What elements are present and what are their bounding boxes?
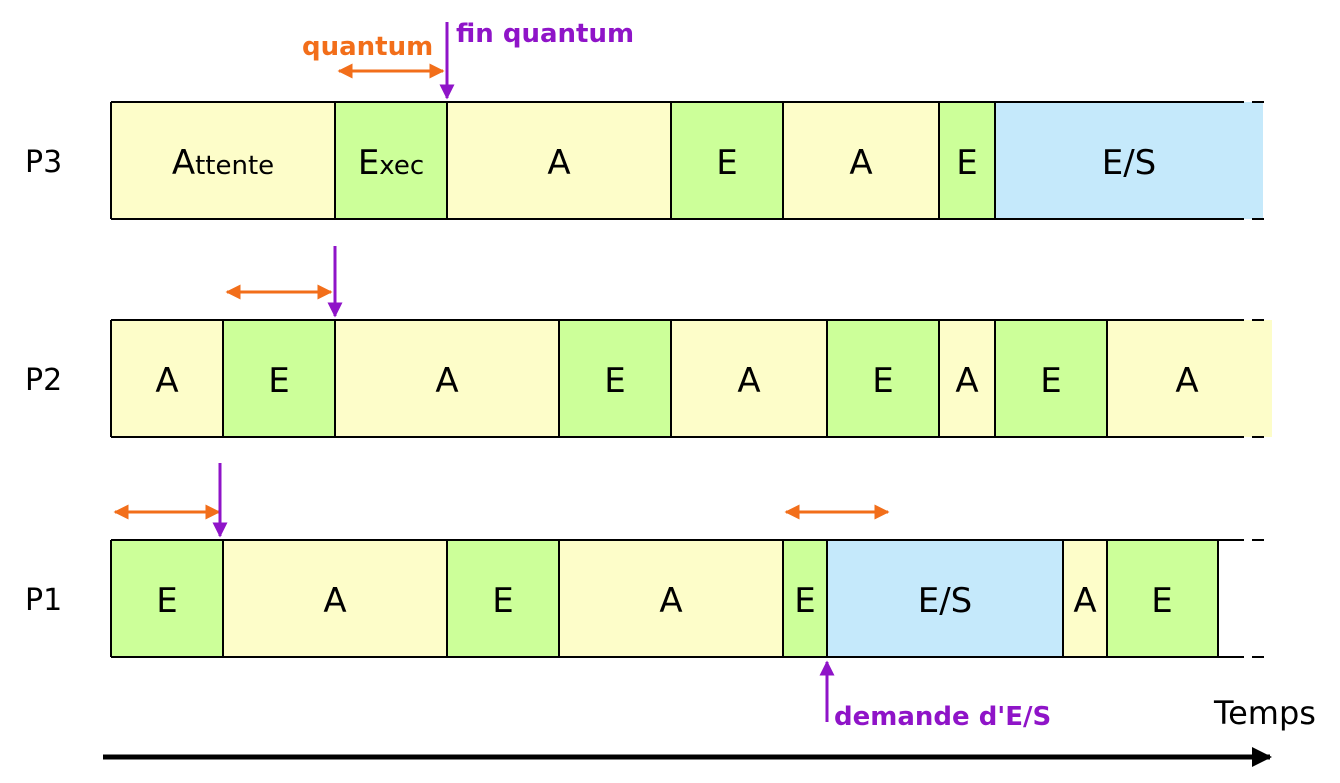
segment-attente (111, 102, 335, 219)
segment-label: E (872, 361, 893, 401)
segment-label: E (604, 361, 625, 401)
segment-attente (939, 320, 995, 437)
time-axis: Temps (103, 694, 1316, 767)
segment-es (827, 540, 1063, 657)
segment-label: E (268, 361, 289, 401)
segment-exec (783, 540, 827, 657)
segment-label: E (716, 143, 737, 183)
segment-label: E/S (1102, 143, 1157, 183)
segment-label: A (849, 143, 872, 183)
segment-label: A (1073, 581, 1096, 621)
segment-attente (1107, 320, 1272, 437)
segment-label: Attente (172, 143, 274, 183)
segment-exec (447, 540, 559, 657)
segment-es (995, 102, 1263, 219)
segment-exec (223, 320, 335, 437)
segment-attente (335, 320, 559, 437)
segment-attente (671, 320, 827, 437)
segment-exec (939, 102, 995, 219)
segment-label: E (492, 581, 513, 621)
segment-label: E (956, 143, 977, 183)
demande-es-label: demande d'E/S (834, 702, 1051, 732)
segment-attente (559, 540, 783, 657)
segment-exec (995, 320, 1107, 437)
segment-label: E (1040, 361, 1061, 401)
segment-label: A (737, 361, 760, 401)
segment-label: A (155, 361, 178, 401)
fin-quantum-label: fin quantum (456, 19, 634, 49)
segment-label: A (659, 581, 682, 621)
row-p2: P2 A E A E A E A E (25, 246, 1272, 438)
row-p3: P3 Attente Exec A E A E E/S quan (25, 19, 1272, 220)
segment-label: A (547, 143, 570, 183)
segment-attente (223, 540, 447, 657)
quantum-label: quantum (302, 32, 433, 62)
row-label: P2 (25, 363, 62, 398)
row-borders (110, 101, 1272, 220)
segment-exec (335, 102, 447, 219)
segment-label: E (794, 581, 815, 621)
segment-label: A (1175, 361, 1198, 401)
segment-attente (447, 102, 671, 219)
segment-label: A (323, 581, 346, 621)
time-label: Temps (1213, 694, 1316, 732)
segment-label: Exec (358, 143, 424, 183)
segment-exec (1107, 540, 1218, 657)
segment-label: A (435, 361, 458, 401)
segment-label: A (955, 361, 978, 401)
segment-exec (111, 540, 223, 657)
row-label: P1 (25, 583, 62, 618)
segment-label: E (1151, 581, 1172, 621)
segment-exec (827, 320, 939, 437)
row-borders (110, 539, 1272, 658)
segment-label: E (156, 581, 177, 621)
segment-attente (783, 102, 939, 219)
row-borders (110, 319, 1272, 438)
row-p1: P1 E A E A E E/S (25, 463, 1272, 732)
segment-attente (1063, 540, 1107, 657)
segment-attente (111, 320, 223, 437)
segment-exec (559, 320, 671, 437)
segment-label: E/S (918, 581, 973, 621)
row-label: P3 (25, 145, 62, 180)
segment-exec (671, 102, 783, 219)
